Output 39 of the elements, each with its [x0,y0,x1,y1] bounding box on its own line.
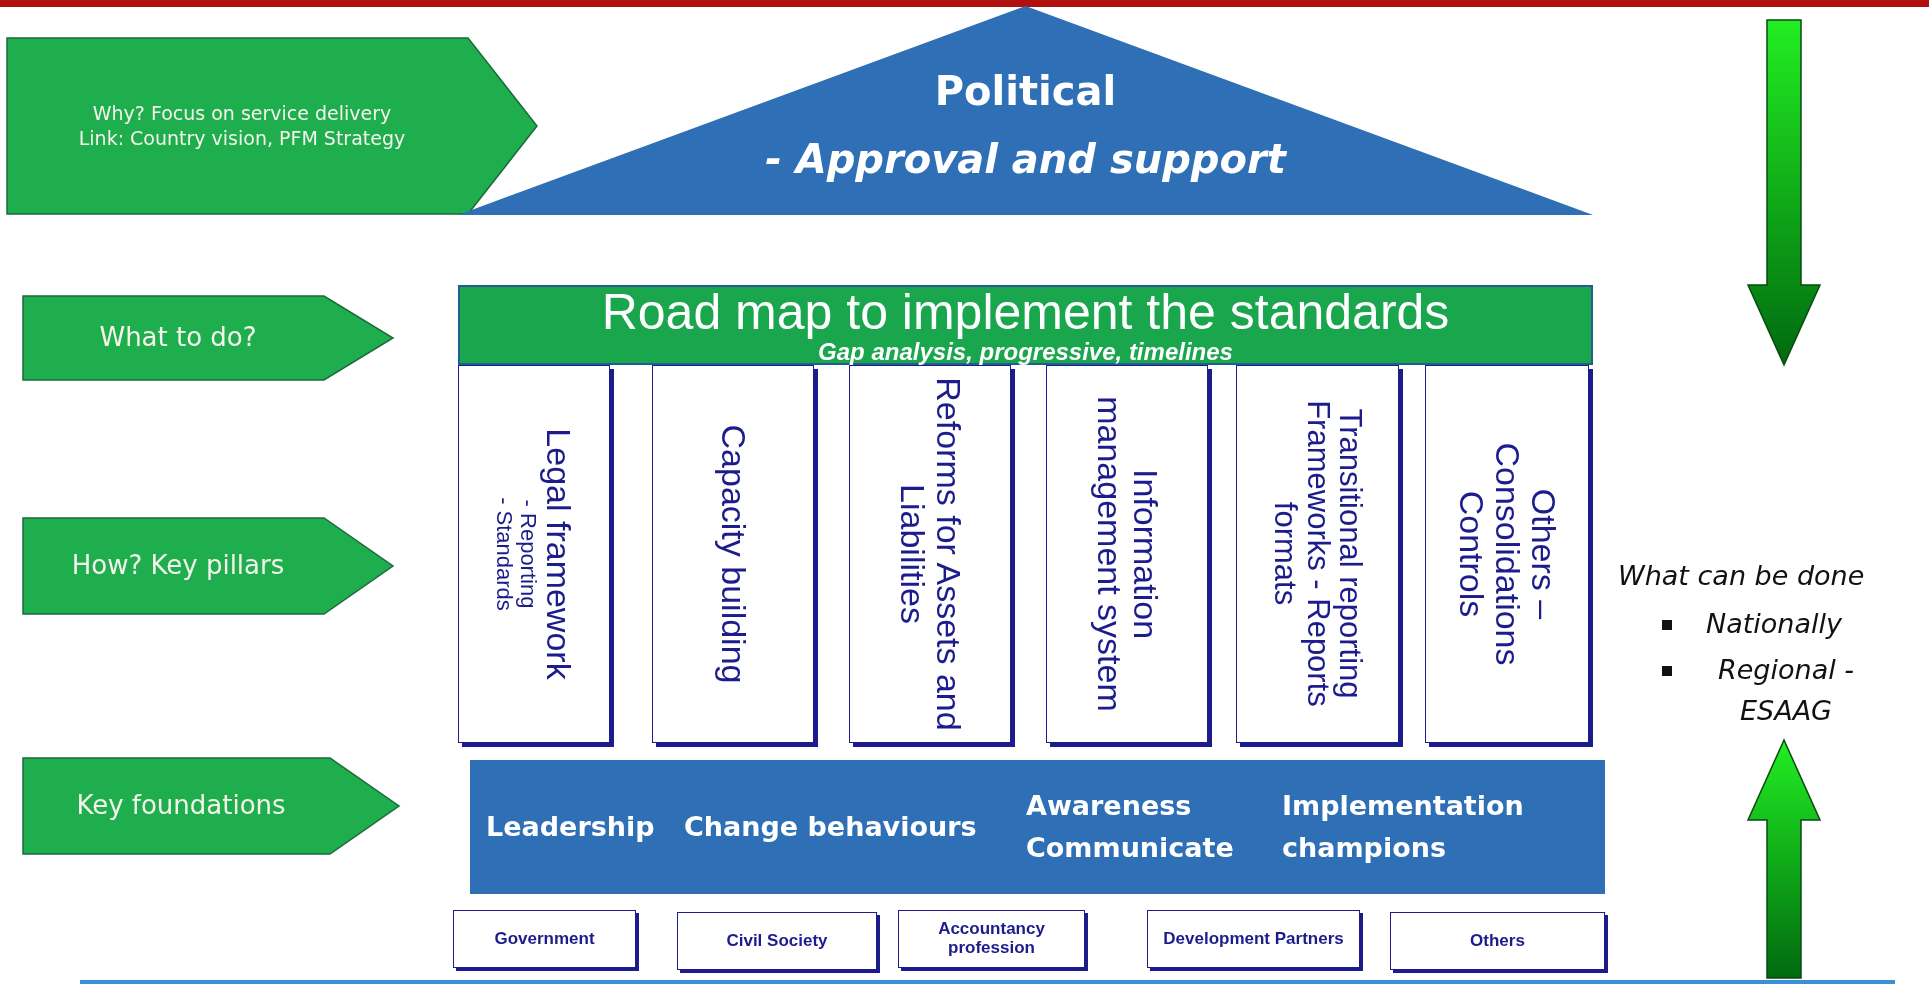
foundation-label: Change behaviours [684,810,977,845]
header-bar [458,285,1593,365]
pillar-label: Information management system [1090,394,1163,714]
pillar-label: - Standards [491,496,516,611]
row-label: Why? Focus on service delivery Link: Country vision, PFM Strategy [77,101,407,151]
chevron-arrow [22,757,400,855]
chevron-arrow [6,37,538,215]
note-heading: What can be done [1618,559,1865,593]
stakeholder-box [1390,912,1605,970]
stakeholder-box [453,910,636,968]
pillar-label: Capacity building [714,424,751,683]
pillar-label: Transitional reporting Frameworks - Reports formats [1268,399,1366,709]
pillar-label: Others – Consolidations Controls [1452,441,1561,667]
pillar-label: Legal framework [539,427,576,680]
stakeholder-box [1147,910,1360,968]
roof-subtitle: - Approval and support [765,136,1286,182]
note-item: Regional - ESAAG [1717,653,1855,728]
stakeholder-label: Others [1470,931,1525,951]
stakeholder-label: Accountancy profession [937,920,1046,958]
foundation-label: Leadership [486,810,655,845]
stakeholder-label: Civil Society [726,931,828,951]
chevron-arrow [22,295,394,381]
chevron-arrow [22,517,394,615]
row-label: What to do? [99,321,257,355]
stakeholder-label: Government [494,929,595,949]
row-label: How? Key pillars [71,549,285,583]
foundation-band [470,760,1605,894]
roof-title: Political [934,68,1117,114]
row-label: Key foundations [76,789,286,823]
stakeholder-box [898,910,1085,968]
foundation-label: Implementation champions [1282,789,1525,865]
pillar-label: Reforms for Assets and Liabilities [893,376,966,731]
foundation-label: Awareness Communicate [1026,789,1235,865]
header-subtitle: Gap analysis, progressive, timelines [818,339,1233,365]
pillar-label: - Reporting [515,499,540,608]
roof-triangle [458,6,1593,215]
stakeholder-label: Development Partners [1163,929,1344,949]
stakeholder-box [677,912,877,970]
note-item: Nationally [1706,607,1842,641]
